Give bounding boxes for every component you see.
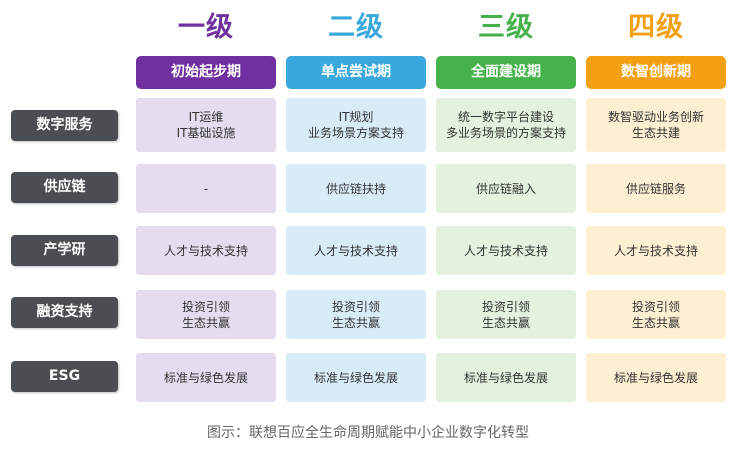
cell: 标准与绿色发展 — [436, 353, 576, 402]
cell-line-2: 业务场景方案支持 — [307, 126, 404, 140]
cell-line-2: 生态共建 — [631, 126, 680, 140]
cell-line-2: 生态共赢 — [181, 315, 230, 330]
cell: 人才与技术支持 — [286, 226, 426, 275]
stage-bar-2: 单点尝试期 — [286, 56, 426, 89]
cell-line-2: 生态共赢 — [331, 315, 380, 330]
cell-line-1: 供应链融入 — [475, 181, 536, 196]
cell-line-1: 标准与绿色发展 — [463, 370, 548, 385]
cell-line-1: 供应链扶持 — [325, 181, 386, 196]
cell: IT运维 IT基础设施 — [136, 98, 276, 152]
row-label-financing: 融资支持 — [11, 297, 118, 328]
cell-line-1: 统一数字平台建设 — [457, 110, 554, 124]
cell-line-1: 投资引领 — [181, 299, 230, 314]
cell-line-1: 投资引领 — [481, 299, 530, 314]
level-header-3: 三级 — [478, 12, 534, 43]
cell-line-1: 投资引领 — [331, 299, 380, 314]
cell-line-1: IT运维 — [188, 110, 224, 124]
cell: 供应链扶持 — [286, 164, 426, 213]
cell: 人才与技术支持 — [436, 226, 576, 275]
stage-bar-4: 数智创新期 — [586, 56, 726, 89]
cell-line-2: 生态共赢 — [631, 315, 680, 330]
cell: 投资引领生态共赢 — [136, 290, 276, 339]
cell-line-2: IT基础设施 — [176, 126, 236, 140]
cell: 标准与绿色发展 — [286, 353, 426, 402]
cell: 数智驱动业务创新生态共建 — [586, 98, 726, 152]
cell-line-1: - — [203, 181, 209, 196]
row-label-esg: ESG — [11, 361, 118, 392]
level-header-4: 四级 — [628, 12, 684, 43]
cell-line-1: 人才与技术支持 — [463, 243, 548, 258]
row-label-digital-service: 数字服务 — [11, 110, 118, 141]
cell-line-1: 供应链服务 — [625, 181, 686, 196]
cell-line-1: 数智驱动业务创新 — [607, 110, 704, 124]
cell-line-1: 人才与技术支持 — [613, 243, 698, 258]
cell: 投资引领生态共赢 — [586, 290, 726, 339]
cell: 供应链服务 — [586, 164, 726, 213]
cell: 标准与绿色发展 — [136, 353, 276, 402]
cell-line-1: 人才与技术支持 — [313, 243, 398, 258]
cell-line-1: 人才与技术支持 — [163, 243, 248, 258]
cell: 人才与技术支持 — [586, 226, 726, 275]
stage-bar-3: 全面建设期 — [436, 56, 576, 89]
cell: 人才与技术支持 — [136, 226, 276, 275]
cell-line-1: IT规划 — [338, 110, 374, 124]
cell: - — [136, 164, 276, 213]
cell: 标准与绿色发展 — [586, 353, 726, 402]
level-header-2: 二级 — [328, 12, 384, 43]
level-header-1: 一级 — [178, 12, 234, 43]
cell: 供应链融入 — [436, 164, 576, 213]
row-label-industry-academia: 产学研 — [11, 235, 118, 266]
cell-line-1: 投资引领 — [631, 299, 680, 314]
cell: 投资引领生态共赢 — [436, 290, 576, 339]
row-label-supply-chain: 供应链 — [11, 172, 118, 203]
cell-line-1: 标准与绿色发展 — [163, 370, 248, 385]
cell-line-1: 标准与绿色发展 — [313, 370, 398, 385]
cell-line-1: 标准与绿色发展 — [613, 370, 698, 385]
stage-bar-1: 初始起步期 — [136, 56, 276, 89]
cell: 统一数字平台建设多业务场景的方案支持 — [436, 98, 576, 152]
cell-line-2: 多业务场景的方案支持 — [445, 126, 566, 140]
figure-caption: 图示：联想百应全生命周期赋能中小企业数字化转型 — [207, 425, 529, 441]
cell-line-2: 生态共赢 — [481, 315, 530, 330]
cell: 投资引领生态共赢 — [286, 290, 426, 339]
cell: IT规划业务场景方案支持 — [286, 98, 426, 152]
